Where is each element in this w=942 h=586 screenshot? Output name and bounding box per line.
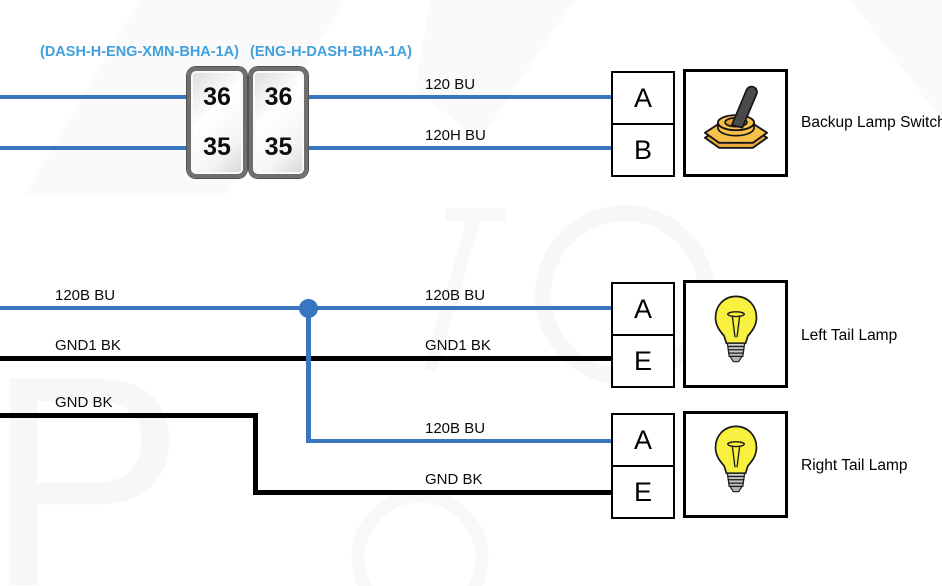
pin-a: A [613, 284, 673, 336]
pin-e: E [633, 476, 652, 507]
wire-gnd-bk-feed [0, 413, 258, 418]
toggle-switch-icon [694, 79, 778, 168]
connector-block-left: 36 35 [187, 67, 247, 178]
connector-cavity-35: 35 [203, 133, 231, 161]
wire-gnd-bk-vertical [253, 413, 258, 495]
wire-label-gnd-bk-left: GND BK [55, 394, 113, 411]
harness-label-right: (ENG-H-DASH-BHA-1A) [250, 44, 412, 60]
component-label-right-tail-lamp: Right Tail Lamp [801, 457, 908, 474]
component-label-left-tail-lamp: Left Tail Lamp [801, 327, 898, 344]
pin-a: A [613, 415, 673, 467]
light-bulb-icon [703, 423, 769, 506]
pinbox-right-tail-lamp: A E [611, 413, 675, 519]
pin-a: A [613, 73, 673, 125]
iconbox-right-tail-lamp [683, 411, 788, 518]
wire-120b-bu-right-lamp [306, 439, 612, 443]
wire-gnd-bk-right-lamp [253, 490, 612, 495]
wire-label-gnd1-bk-mid: GND1 BK [425, 337, 491, 354]
wire-label-120b-bu-left: 120B BU [55, 287, 116, 304]
wire-label-120b-bu-right: 120B BU [425, 420, 486, 437]
wire-label-gnd1-bk-left: GND1 BK [55, 337, 121, 354]
wire-label-gnd-bk-right: GND BK [425, 471, 483, 488]
pinbox-left-tail-lamp: A E [611, 282, 675, 388]
component-label-backup-lamp-switch: Backup Lamp Switch [801, 114, 942, 131]
connector-cavity-36: 36 [264, 83, 293, 111]
connector-cavity-35: 35 [264, 133, 293, 161]
iconbox-left-tail-lamp [683, 280, 788, 388]
pinbox-backup-lamp-switch: A B [611, 71, 675, 177]
pin-b: B [633, 134, 652, 165]
wire-label-120-bu: 120 BU [425, 76, 476, 93]
pin-e: E [633, 345, 652, 376]
wire-junction-dot [299, 299, 318, 318]
wire-label-120b-bu-mid: 120B BU [425, 287, 486, 304]
connector-block-right: 36 35 [249, 67, 308, 178]
harness-label-left: (DASH-H-ENG-XMN-BHA-1A) [40, 44, 239, 60]
iconbox-backup-lamp-switch [683, 69, 788, 177]
wire-120b-bu-branch-vertical [306, 306, 311, 443]
light-bulb-icon [703, 293, 769, 376]
connector-cavity-36: 36 [203, 83, 231, 111]
wire-label-120h-bu: 120H BU [425, 127, 486, 144]
